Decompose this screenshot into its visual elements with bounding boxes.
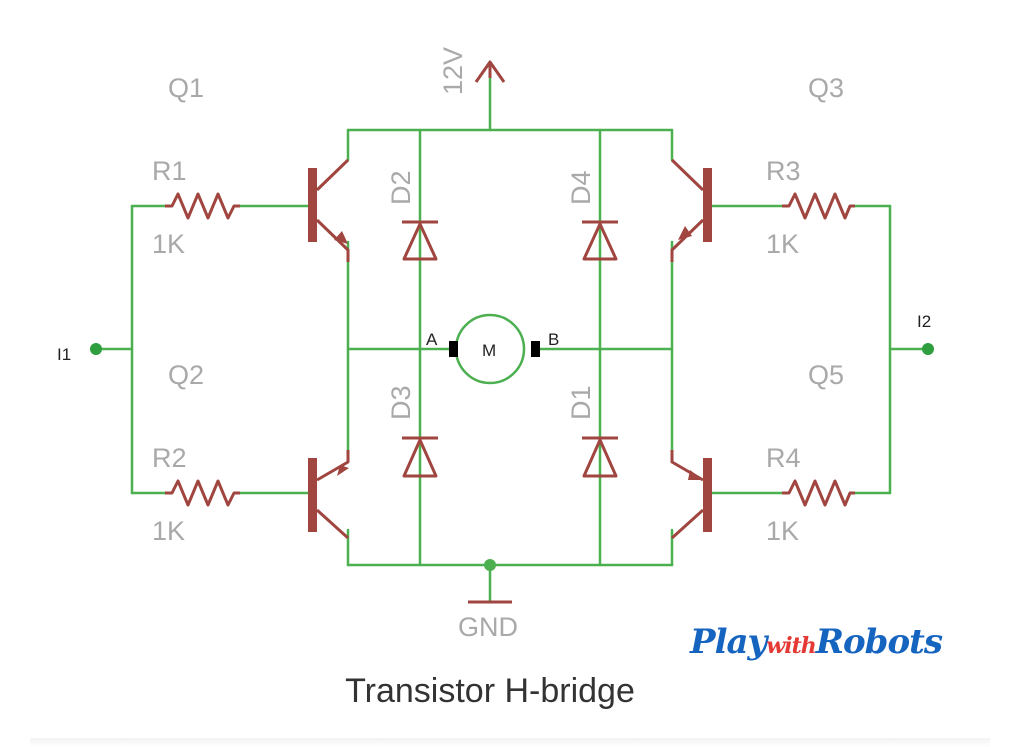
transistor-q3 [670, 158, 712, 262]
diode-d1 [582, 436, 618, 478]
diode-d2 [402, 220, 438, 261]
d3-label: D3 [386, 385, 416, 420]
ground-junction [484, 559, 496, 571]
q5-label: Q5 [808, 360, 844, 390]
diagram-caption: Transistor H-bridge [345, 672, 635, 710]
bottom-shadow [30, 738, 990, 747]
diode-d4 [582, 220, 618, 261]
r2-label: R2 [152, 443, 187, 473]
d4-label: D4 [566, 170, 596, 205]
terminal-a-label: A [426, 330, 438, 349]
resistor-r1 [165, 192, 240, 220]
r1-label: R1 [152, 156, 187, 186]
i1-label: I1 [57, 345, 71, 364]
wires [94, 68, 930, 604]
r4-value: 1K [766, 516, 799, 546]
transistor-q2 [308, 450, 350, 540]
resistor-r3 [782, 192, 855, 220]
resistor-r4 [782, 479, 855, 507]
resistor-r2 [165, 479, 240, 507]
d1-label: D1 [566, 385, 596, 420]
r3-label: R3 [766, 156, 801, 186]
playwithrobots-logo: PlaywithRobots [690, 622, 943, 662]
r3-value: 1K [766, 229, 799, 259]
q2-label: Q2 [168, 360, 204, 390]
i1-terminal [90, 343, 102, 355]
motor [449, 313, 540, 385]
diode-d3 [402, 436, 438, 478]
transistor-q5 [670, 450, 712, 540]
transistor-q1 [308, 158, 350, 262]
r4-label: R4 [766, 443, 801, 473]
supply-label: 12V [438, 47, 468, 95]
q3-label: Q3 [808, 73, 844, 103]
terminal-b-label: B [548, 330, 559, 349]
motor-label: M [482, 341, 496, 360]
supply-arrow-icon [474, 60, 506, 83]
i2-label: I2 [917, 312, 931, 331]
q1-label: Q1 [168, 73, 204, 103]
r1-value: 1K [152, 229, 185, 259]
ground-label: GND [458, 612, 518, 642]
r2-value: 1K [152, 516, 185, 546]
i2-terminal [922, 343, 934, 355]
d2-label: D2 [386, 170, 416, 205]
